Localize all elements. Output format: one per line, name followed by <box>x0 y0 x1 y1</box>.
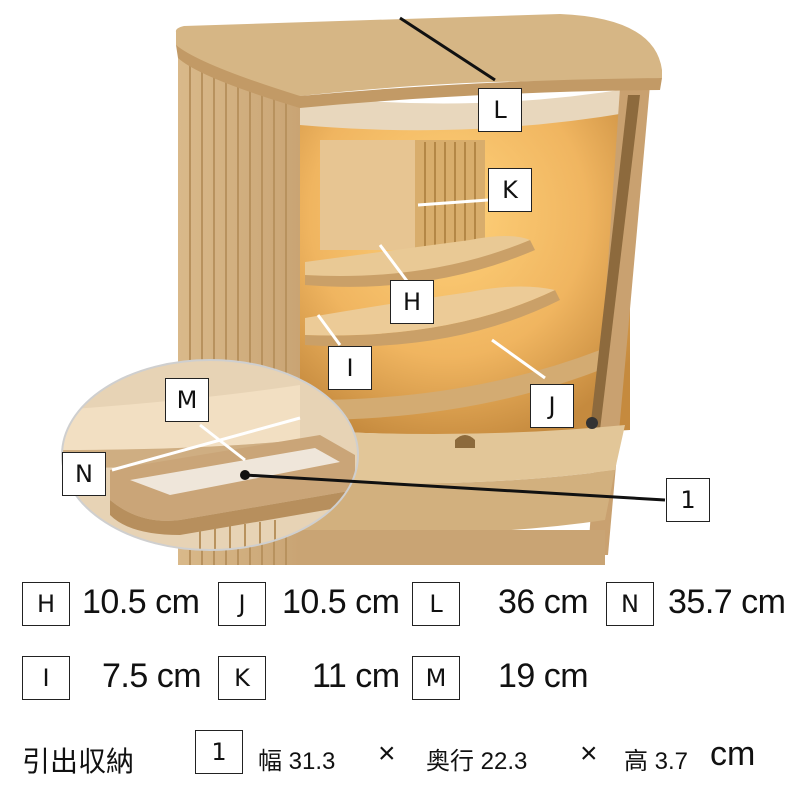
drawer-title: 引出収納 <box>22 746 135 777</box>
callout-I: I <box>328 346 372 390</box>
legend-key-K: K <box>218 656 266 700</box>
drawer-width: 幅 31.3 <box>258 748 336 775</box>
callout-line-H <box>378 244 412 286</box>
callout-line-M <box>199 423 246 462</box>
drawer-key: 1 <box>195 730 243 774</box>
legend-value-K: 11 cm <box>312 657 400 695</box>
legend-value-M: 19 cm <box>498 657 589 695</box>
legend-value-N: 35.7 cm <box>668 583 786 621</box>
drawer-depth: 奥行 22.3 <box>426 748 528 775</box>
legend-value-L: 36 cm <box>498 583 589 621</box>
callout-K: K <box>488 168 532 212</box>
callout-line-I <box>316 314 342 346</box>
legend-value-J: 10.5 cm <box>282 583 400 621</box>
zoom-lens <box>62 360 358 550</box>
lower-shelf <box>310 350 600 420</box>
callout-L: L <box>478 88 522 132</box>
legend-key-I: I <box>22 656 70 700</box>
legend-key-N: N <box>606 582 654 626</box>
callout-N: N <box>62 452 106 496</box>
legend-key-J: J <box>218 582 266 626</box>
legend-key-M: M <box>412 656 460 700</box>
callout-line-J <box>491 338 546 380</box>
times-sign-2: × <box>580 737 598 770</box>
cabinet-top <box>175 14 662 96</box>
times-sign-1: × <box>378 737 396 770</box>
base-drawer <box>300 425 625 484</box>
callout-line-K <box>417 198 489 207</box>
drawer-unit: cm <box>710 735 756 773</box>
callout-line-N <box>111 416 301 472</box>
cabinet-illustration <box>61 14 666 565</box>
callout-J: J <box>530 384 574 428</box>
legend-value-H: 10.5 cm <box>82 583 200 621</box>
middle-shelf <box>305 290 560 347</box>
legend-value-I: 7.5 cm <box>102 657 202 695</box>
callout-H: H <box>390 280 434 324</box>
callout-1: 1 <box>666 478 710 522</box>
callout-line-one <box>244 473 666 502</box>
drawer-height: 高 3.7 <box>624 748 689 775</box>
legend-key-L: L <box>412 582 460 626</box>
legend-key-H: H <box>22 582 70 626</box>
callout-line-L <box>399 16 496 82</box>
callout-M: M <box>165 378 209 422</box>
